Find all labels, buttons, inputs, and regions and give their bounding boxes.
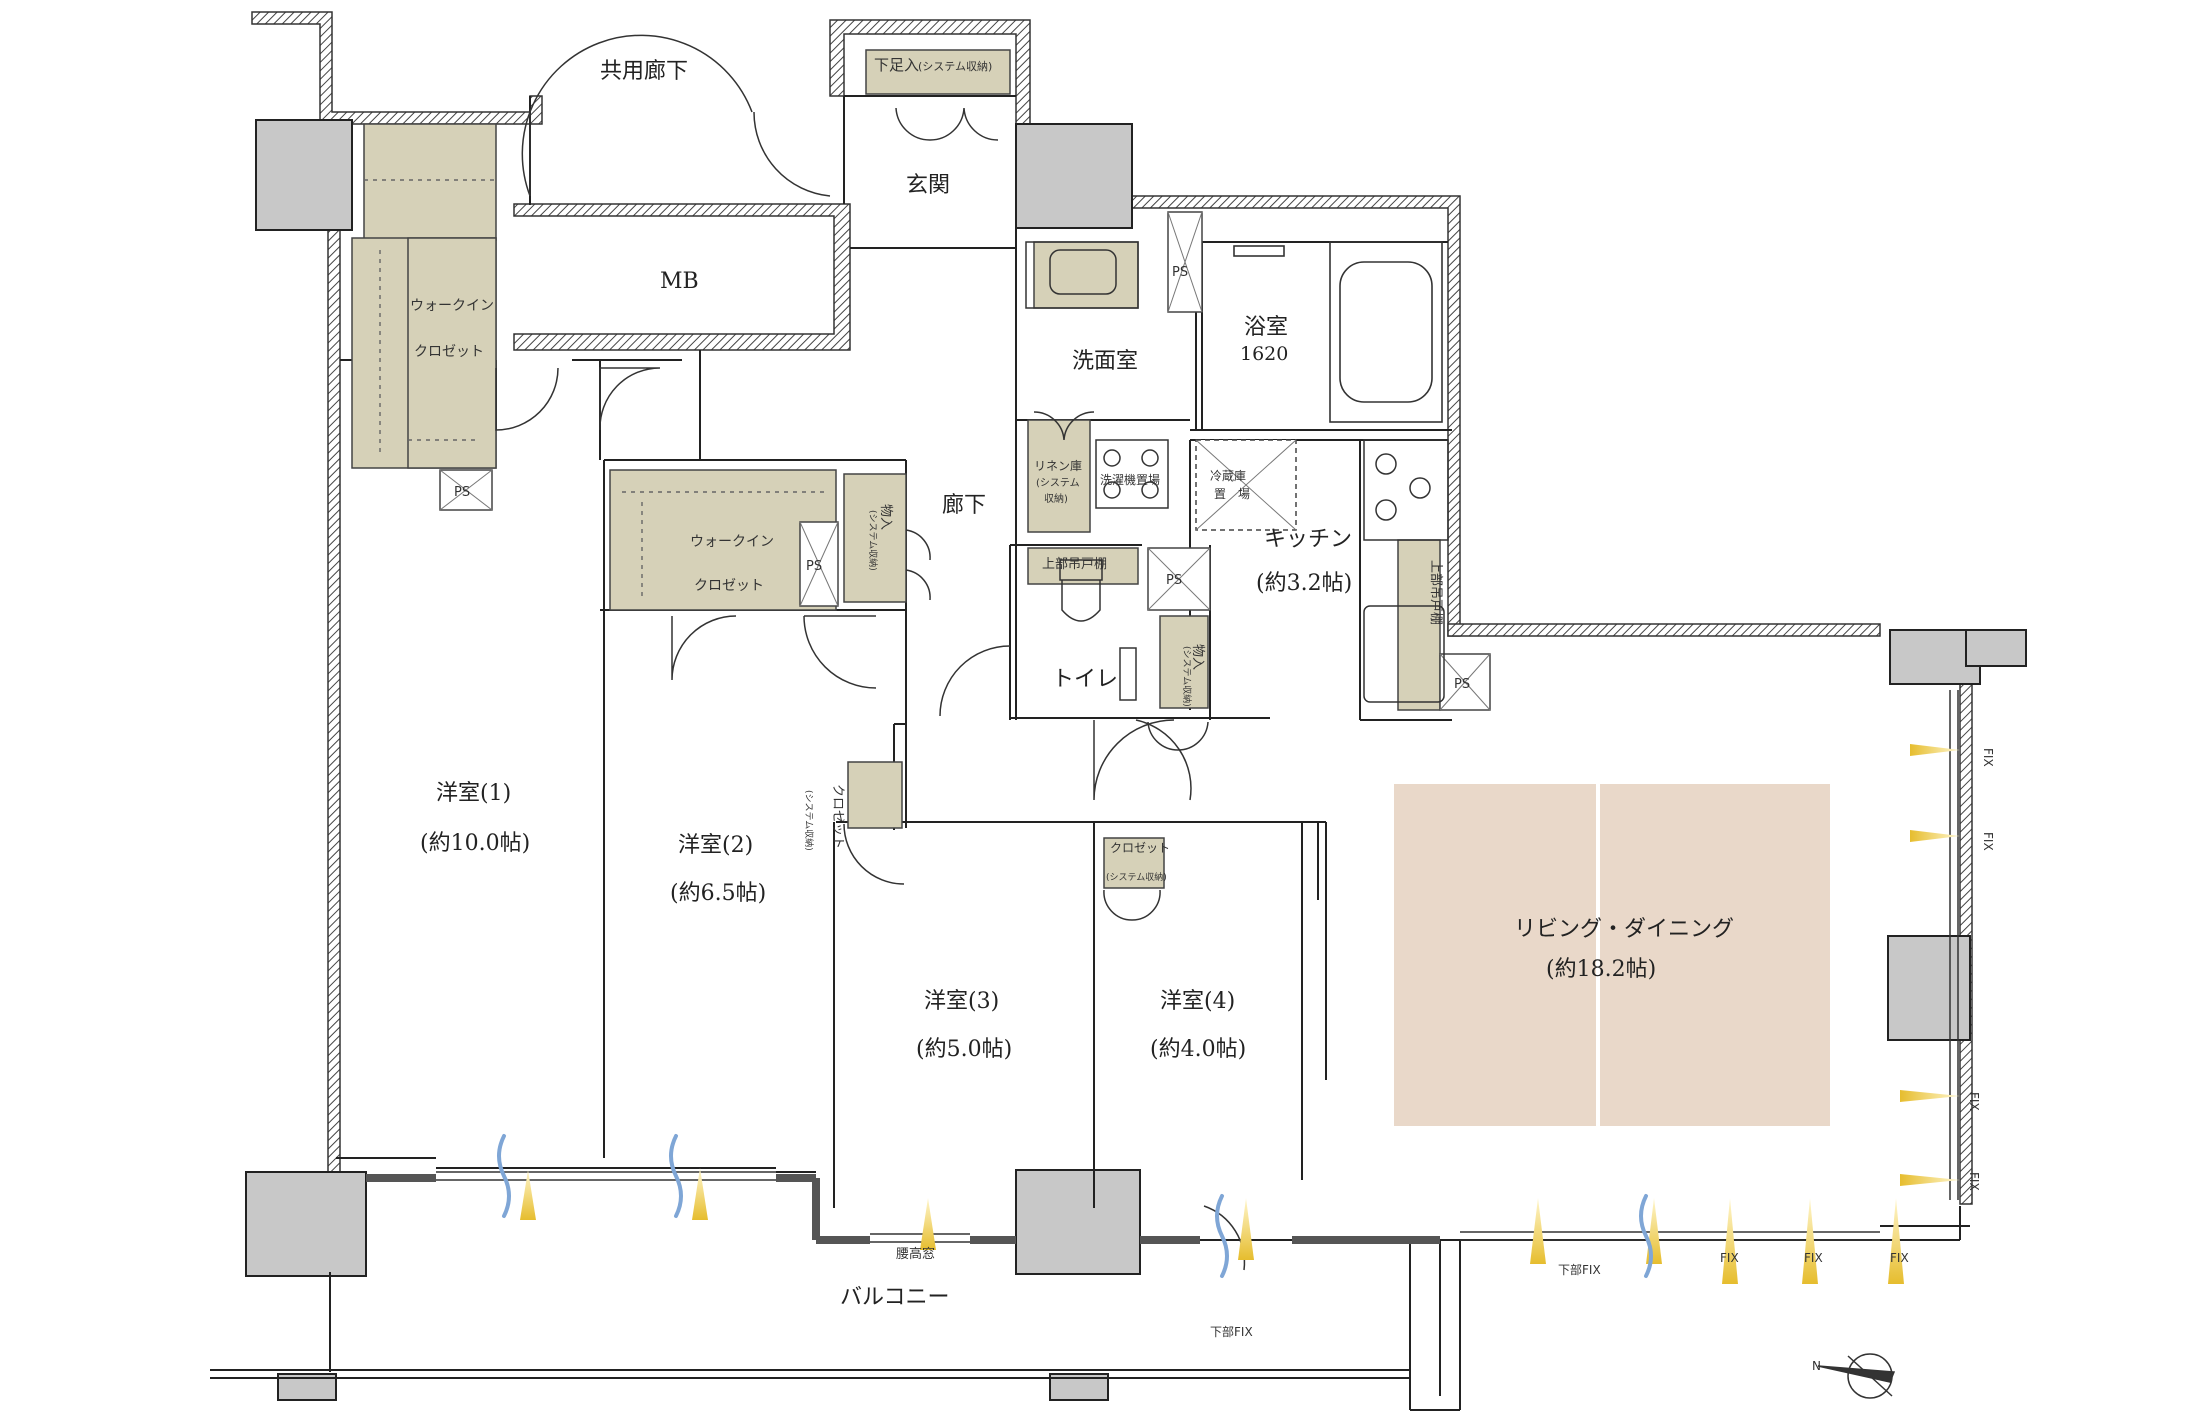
label-linen-1: リネン庫 xyxy=(1034,459,1082,473)
label-north: N xyxy=(1812,1359,1821,1373)
living-floor xyxy=(1390,780,1834,1130)
label-upper-cabinet-1: 上部吊戸棚 xyxy=(1042,557,1107,572)
label-lower-fix-2: 下部FIX xyxy=(1558,1262,1601,1277)
label-living: リビング・ダイニング xyxy=(1514,917,1734,942)
label-closet-side: クロゼット xyxy=(830,784,845,849)
label-closet-r4: クロゼット xyxy=(1110,841,1170,855)
label-ps-5: PS xyxy=(1454,677,1470,692)
ps-boxes xyxy=(439,211,1491,711)
label-waist-window: 腰高窓 xyxy=(896,1246,935,1262)
label-shoe-storage: 下足入 xyxy=(874,56,919,74)
label-balcony: バルコニー xyxy=(840,1285,950,1310)
label-laundry: 洗濯機置場 xyxy=(1100,472,1160,487)
label-walkin-2: ウォークイン xyxy=(690,534,774,550)
label-entrance: 玄関 xyxy=(906,173,950,198)
label-fix-bottom-2: FIX xyxy=(1804,1251,1823,1265)
label-washroom: 洗面室 xyxy=(1072,349,1138,374)
bathtub xyxy=(1233,241,1443,423)
label-closet-1: クロゼット xyxy=(414,344,484,360)
label-room1: 洋室(1) xyxy=(436,781,511,806)
label-closet-2: クロゼット xyxy=(694,578,764,594)
label-shoe-storage-sub: (システム収納) xyxy=(918,60,992,73)
label-kitchen-size: (約3.2帖) xyxy=(1256,571,1352,596)
label-toilet: トイレ xyxy=(1052,667,1118,692)
label-room4-size: (約4.0帖) xyxy=(1150,1037,1246,1062)
exterior-walls xyxy=(251,11,1973,1205)
label-ps-1: PS xyxy=(454,485,470,500)
label-room3-size: (約5.0帖) xyxy=(916,1037,1012,1062)
label-room3: 洋室(3) xyxy=(924,989,999,1014)
label-linen-3: 収納) xyxy=(1044,492,1068,505)
label-living-size: (約18.2帖) xyxy=(1546,957,1656,982)
label-fix-bottom-1: FIX xyxy=(1720,1251,1739,1265)
label-closet-side-sub: (システム収納) xyxy=(803,790,815,851)
room-labels: 共用廊下 下足入 (システム収納) 玄関 MB ウォークイン クロゼット PS … xyxy=(410,56,1995,1373)
label-room1-size: (約10.0帖) xyxy=(420,831,530,856)
kitchen-counter xyxy=(1363,439,1449,703)
label-ps-2: PS xyxy=(1172,265,1188,280)
door-swings xyxy=(495,34,1246,1271)
label-room2: 洋室(2) xyxy=(678,833,753,858)
window-frames xyxy=(366,1174,1440,1244)
label-kitchen: キッチン xyxy=(1264,527,1352,552)
label-fix-right-4: FIX xyxy=(1967,1172,1981,1191)
label-storage-a-sub: (システム収納) xyxy=(867,510,879,571)
label-bath-size: 1620 xyxy=(1240,343,1288,365)
label-storage-a: 物入 xyxy=(878,504,893,530)
label-storage-b: 物入 xyxy=(1190,644,1205,670)
label-common-corridor: 共用廊下 xyxy=(600,59,688,84)
columns xyxy=(245,119,2027,1401)
storage-areas xyxy=(351,49,1441,889)
label-fix-bottom-3: FIX xyxy=(1890,1251,1909,1265)
label-ps-4: PS xyxy=(1166,573,1182,588)
label-upper-cabinet-2: 上部吊戸棚 xyxy=(1428,560,1443,625)
washbasin xyxy=(1025,241,1139,309)
label-fix-right-2: FIX xyxy=(1981,832,1995,851)
ps-crosses xyxy=(439,211,1491,711)
daylight-icons xyxy=(520,1168,1904,1284)
label-ps-3: PS xyxy=(806,559,822,574)
walkin-dashes xyxy=(364,179,828,600)
label-fridge-2: 置 場 xyxy=(1214,487,1250,501)
label-fix-right-3: FIX xyxy=(1967,1092,1981,1111)
label-storage-b-sub: (システム収納) xyxy=(1181,646,1193,707)
label-bathroom: 浴室 xyxy=(1244,315,1288,340)
label-fridge-1: 冷蔵庫 xyxy=(1210,469,1246,483)
label-fix-right-1: FIX xyxy=(1981,748,1995,767)
laundry-space xyxy=(1095,439,1169,509)
label-corridor: 廊下 xyxy=(942,493,986,518)
label-walkin-1: ウォークイン xyxy=(410,298,494,314)
daylight-icons-side xyxy=(1900,744,1960,1186)
label-linen-2: (システム xyxy=(1036,477,1080,489)
label-lower-fix-1: 下部FIX xyxy=(1210,1324,1253,1339)
label-mb: MB xyxy=(660,269,699,294)
label-closet-r4-sub: (システム収納) xyxy=(1106,871,1167,883)
breeze-icons xyxy=(497,1134,1653,1278)
label-room4: 洋室(4) xyxy=(1160,989,1235,1014)
toilet-fixture xyxy=(1059,559,1137,701)
compass-icon xyxy=(1817,1353,1896,1399)
label-room2-size: (約6.5帖) xyxy=(670,881,766,906)
